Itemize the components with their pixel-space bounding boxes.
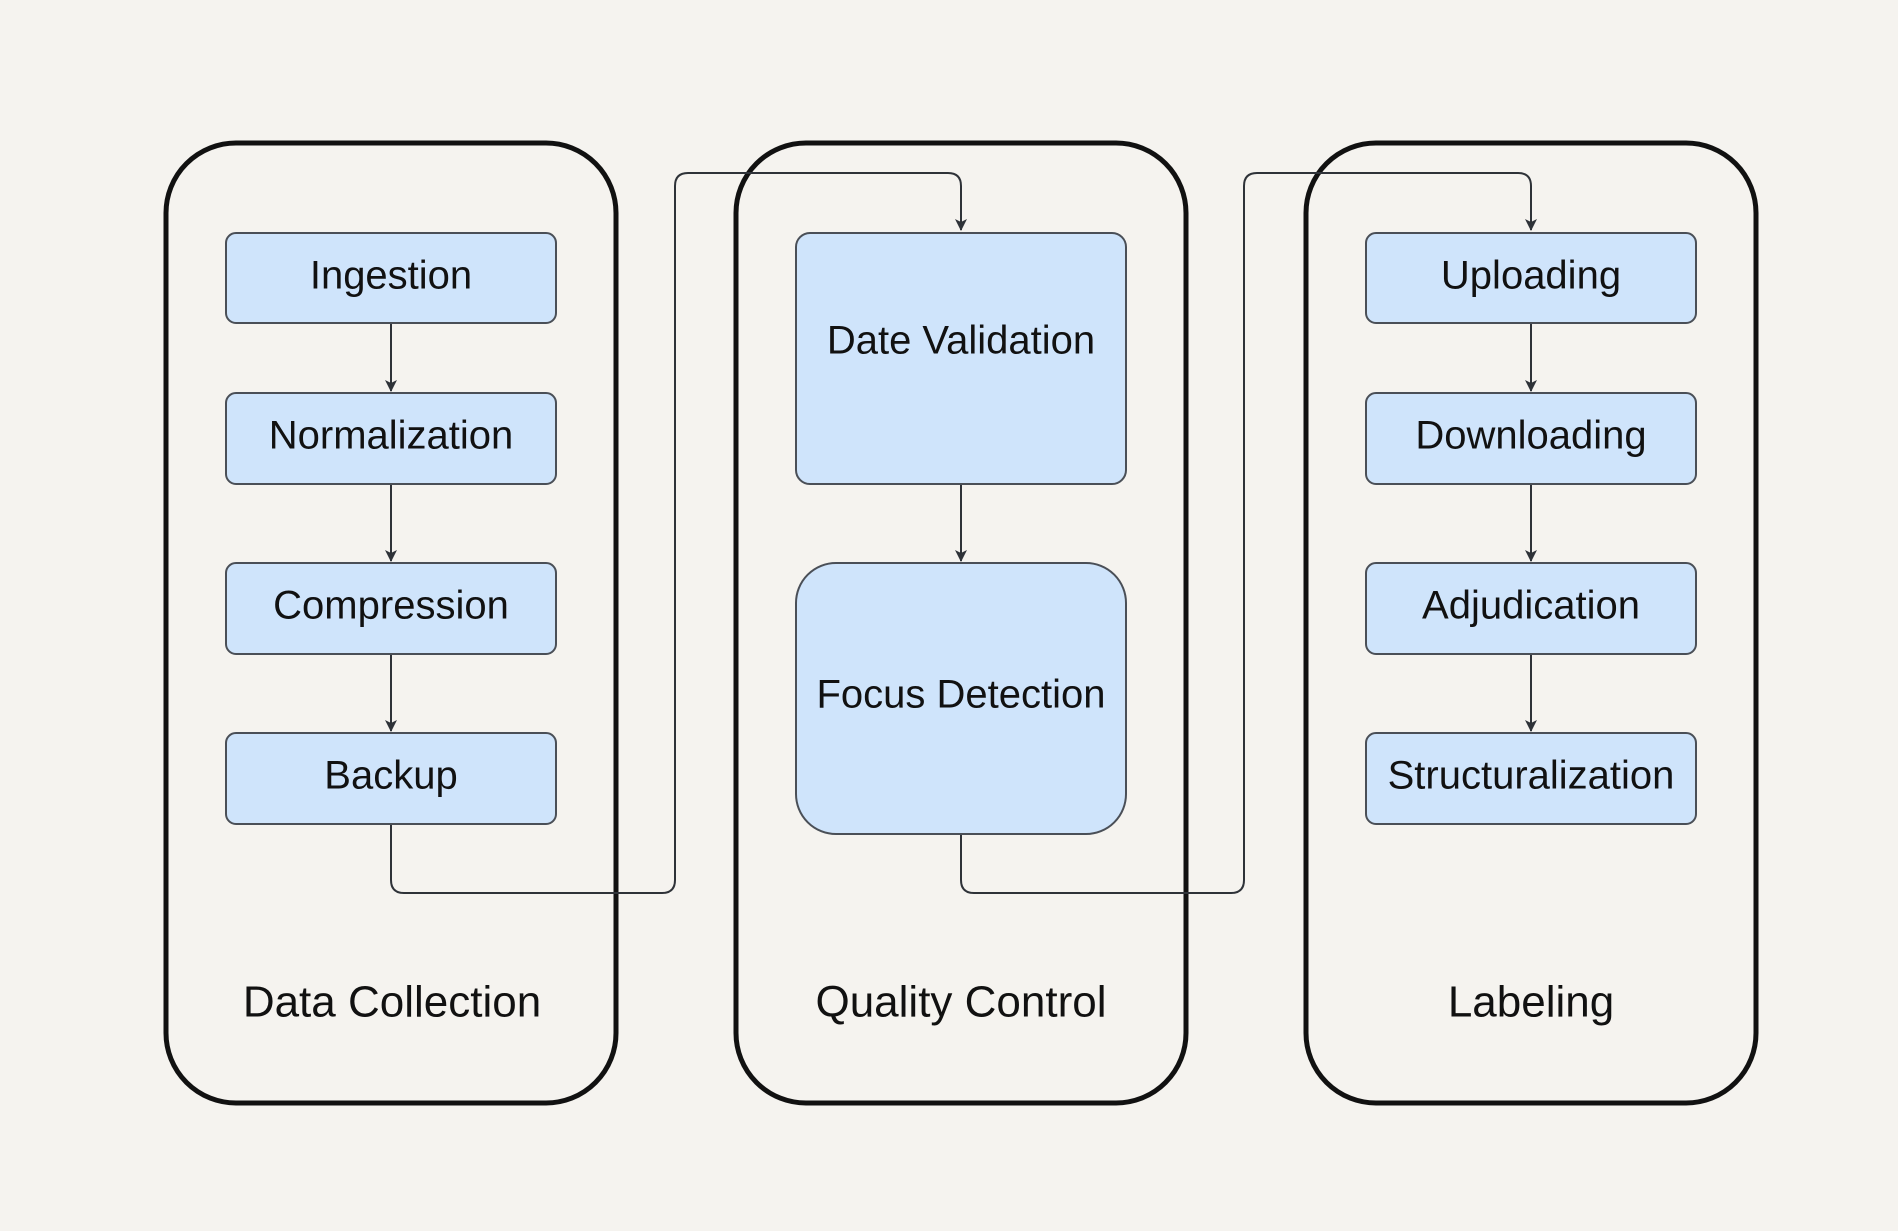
- node-focus-detection[interactable]: Focus Detection: [795, 562, 1127, 835]
- group-frame-quality-control: [733, 140, 1189, 1106]
- group-label-labeling: Labeling: [1448, 978, 1614, 1027]
- node-uploading-label: Uploading: [1441, 254, 1621, 298]
- node-adjudication[interactable]: Adjudication: [1365, 562, 1697, 655]
- node-normalization-label: Normalization: [269, 414, 514, 458]
- node-adjudication-label: Adjudication: [1422, 584, 1640, 628]
- node-date-validation-label: Date Validation: [827, 319, 1095, 363]
- node-normalization[interactable]: Normalization: [225, 392, 557, 485]
- node-structuralization-label: Structuralization: [1388, 754, 1675, 798]
- node-focus-detection-label: Focus Detection: [816, 673, 1105, 717]
- node-ingestion[interactable]: Ingestion: [225, 232, 557, 324]
- node-backup-label: Backup: [324, 754, 457, 798]
- node-compression[interactable]: Compression: [225, 562, 557, 655]
- node-backup[interactable]: Backup: [225, 732, 557, 825]
- group-frame-data-collection: [163, 140, 619, 1106]
- node-compression-label: Compression: [273, 584, 509, 628]
- node-downloading[interactable]: Downloading: [1365, 392, 1697, 485]
- node-structuralization[interactable]: Structuralization: [1365, 732, 1697, 825]
- node-downloading-label: Downloading: [1415, 414, 1646, 458]
- group-label-quality-control: Quality Control: [815, 978, 1106, 1027]
- node-date-validation[interactable]: Date Validation: [795, 232, 1127, 485]
- edge-backup-date-validation: [390, 172, 967, 894]
- node-uploading[interactable]: Uploading: [1365, 232, 1697, 324]
- edge-focus-detection-uploading: [960, 172, 1537, 894]
- group-frame-labeling: [1303, 140, 1759, 1106]
- node-ingestion-label: Ingestion: [310, 254, 472, 298]
- group-label-data-collection: Data Collection: [243, 978, 541, 1027]
